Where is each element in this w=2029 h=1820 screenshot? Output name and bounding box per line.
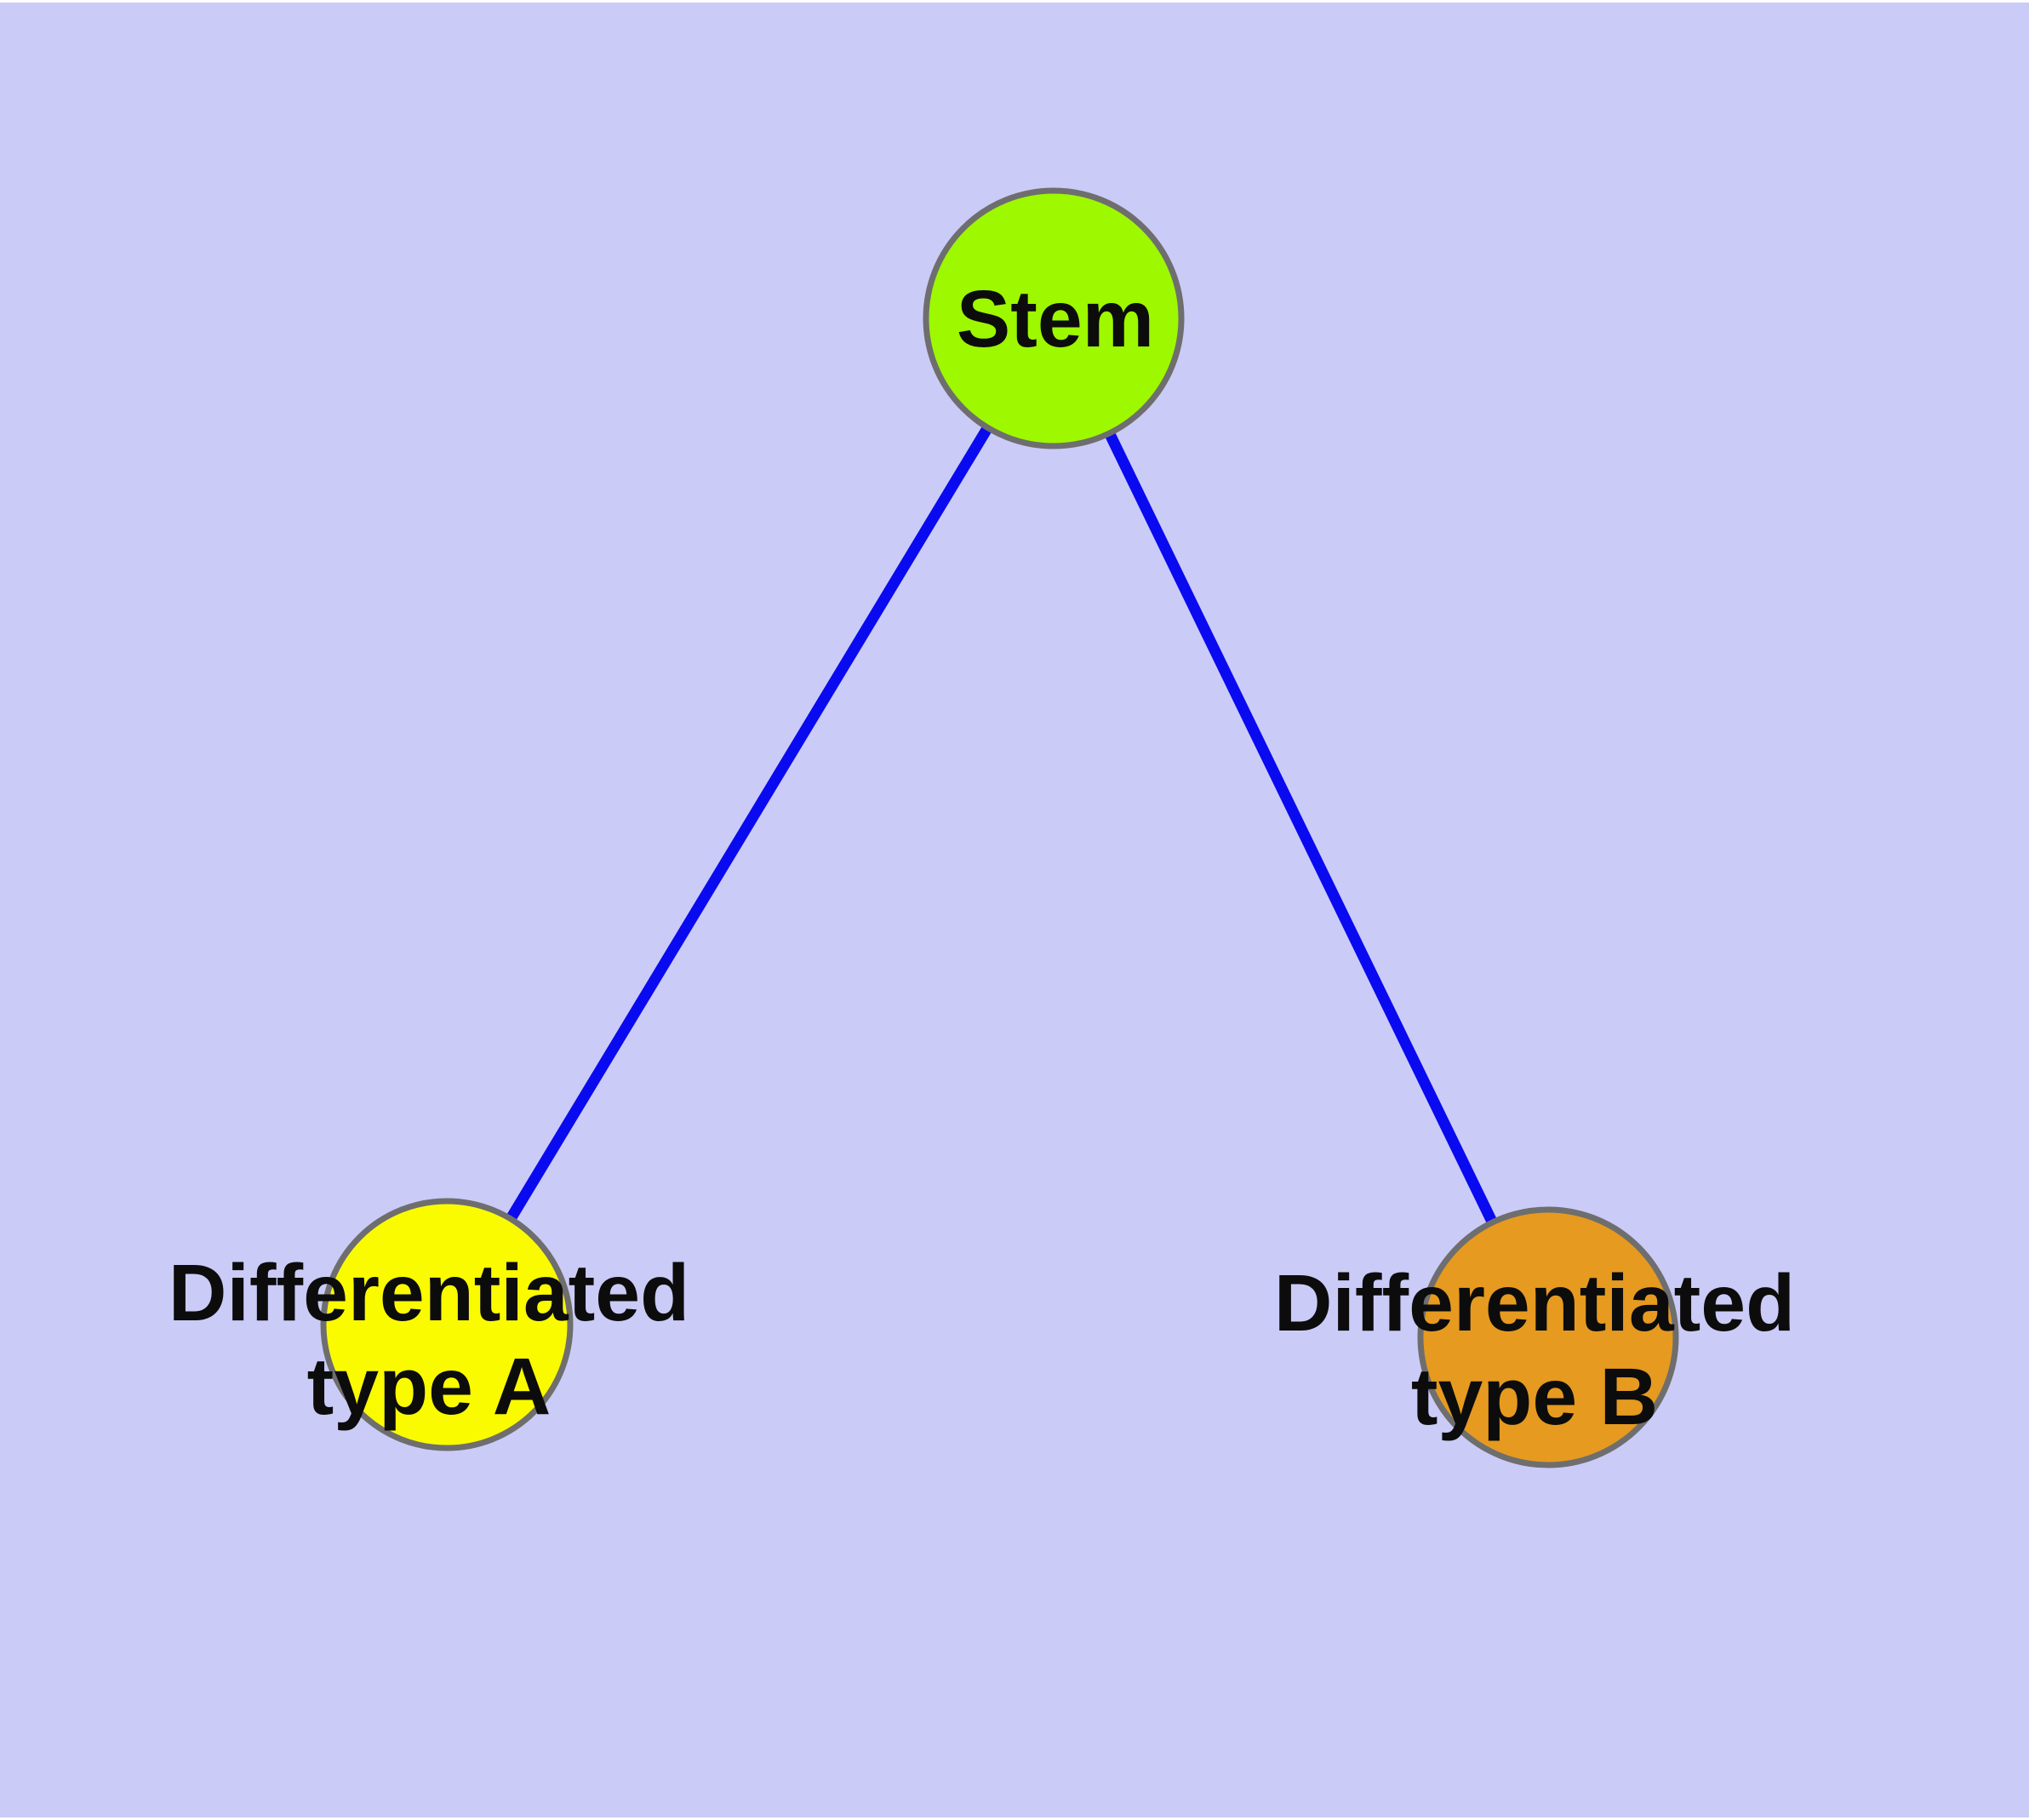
diagram-canvas: Stem Differentiated type A Differentiate… <box>0 3 2029 1817</box>
graph-svg <box>320 187 1679 1468</box>
node-circle-stem <box>923 187 1185 449</box>
edge-stem-to-type-b <box>1049 316 1553 1340</box>
node-circle-differentiated-type-a <box>320 1198 574 1451</box>
node-circle-differentiated-type-b <box>1417 1206 1679 1468</box>
edge-stem-to-type-a <box>442 315 1059 1328</box>
